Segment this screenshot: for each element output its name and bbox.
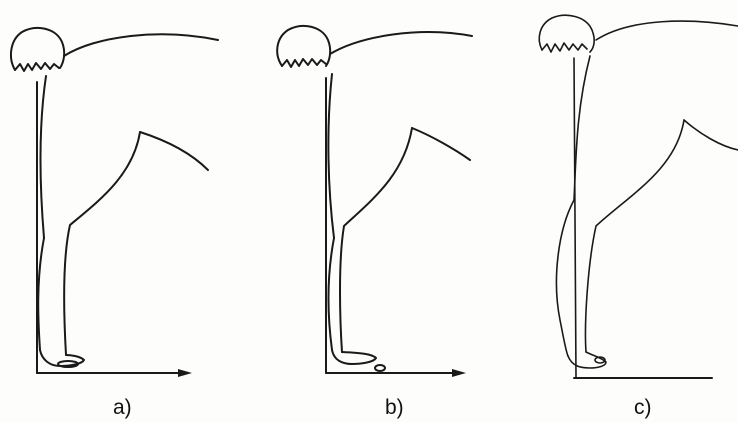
panel-a-label: a) — [113, 396, 132, 419]
panel-b-label: b) — [385, 396, 404, 419]
panel-c-label: c) — [634, 396, 652, 419]
